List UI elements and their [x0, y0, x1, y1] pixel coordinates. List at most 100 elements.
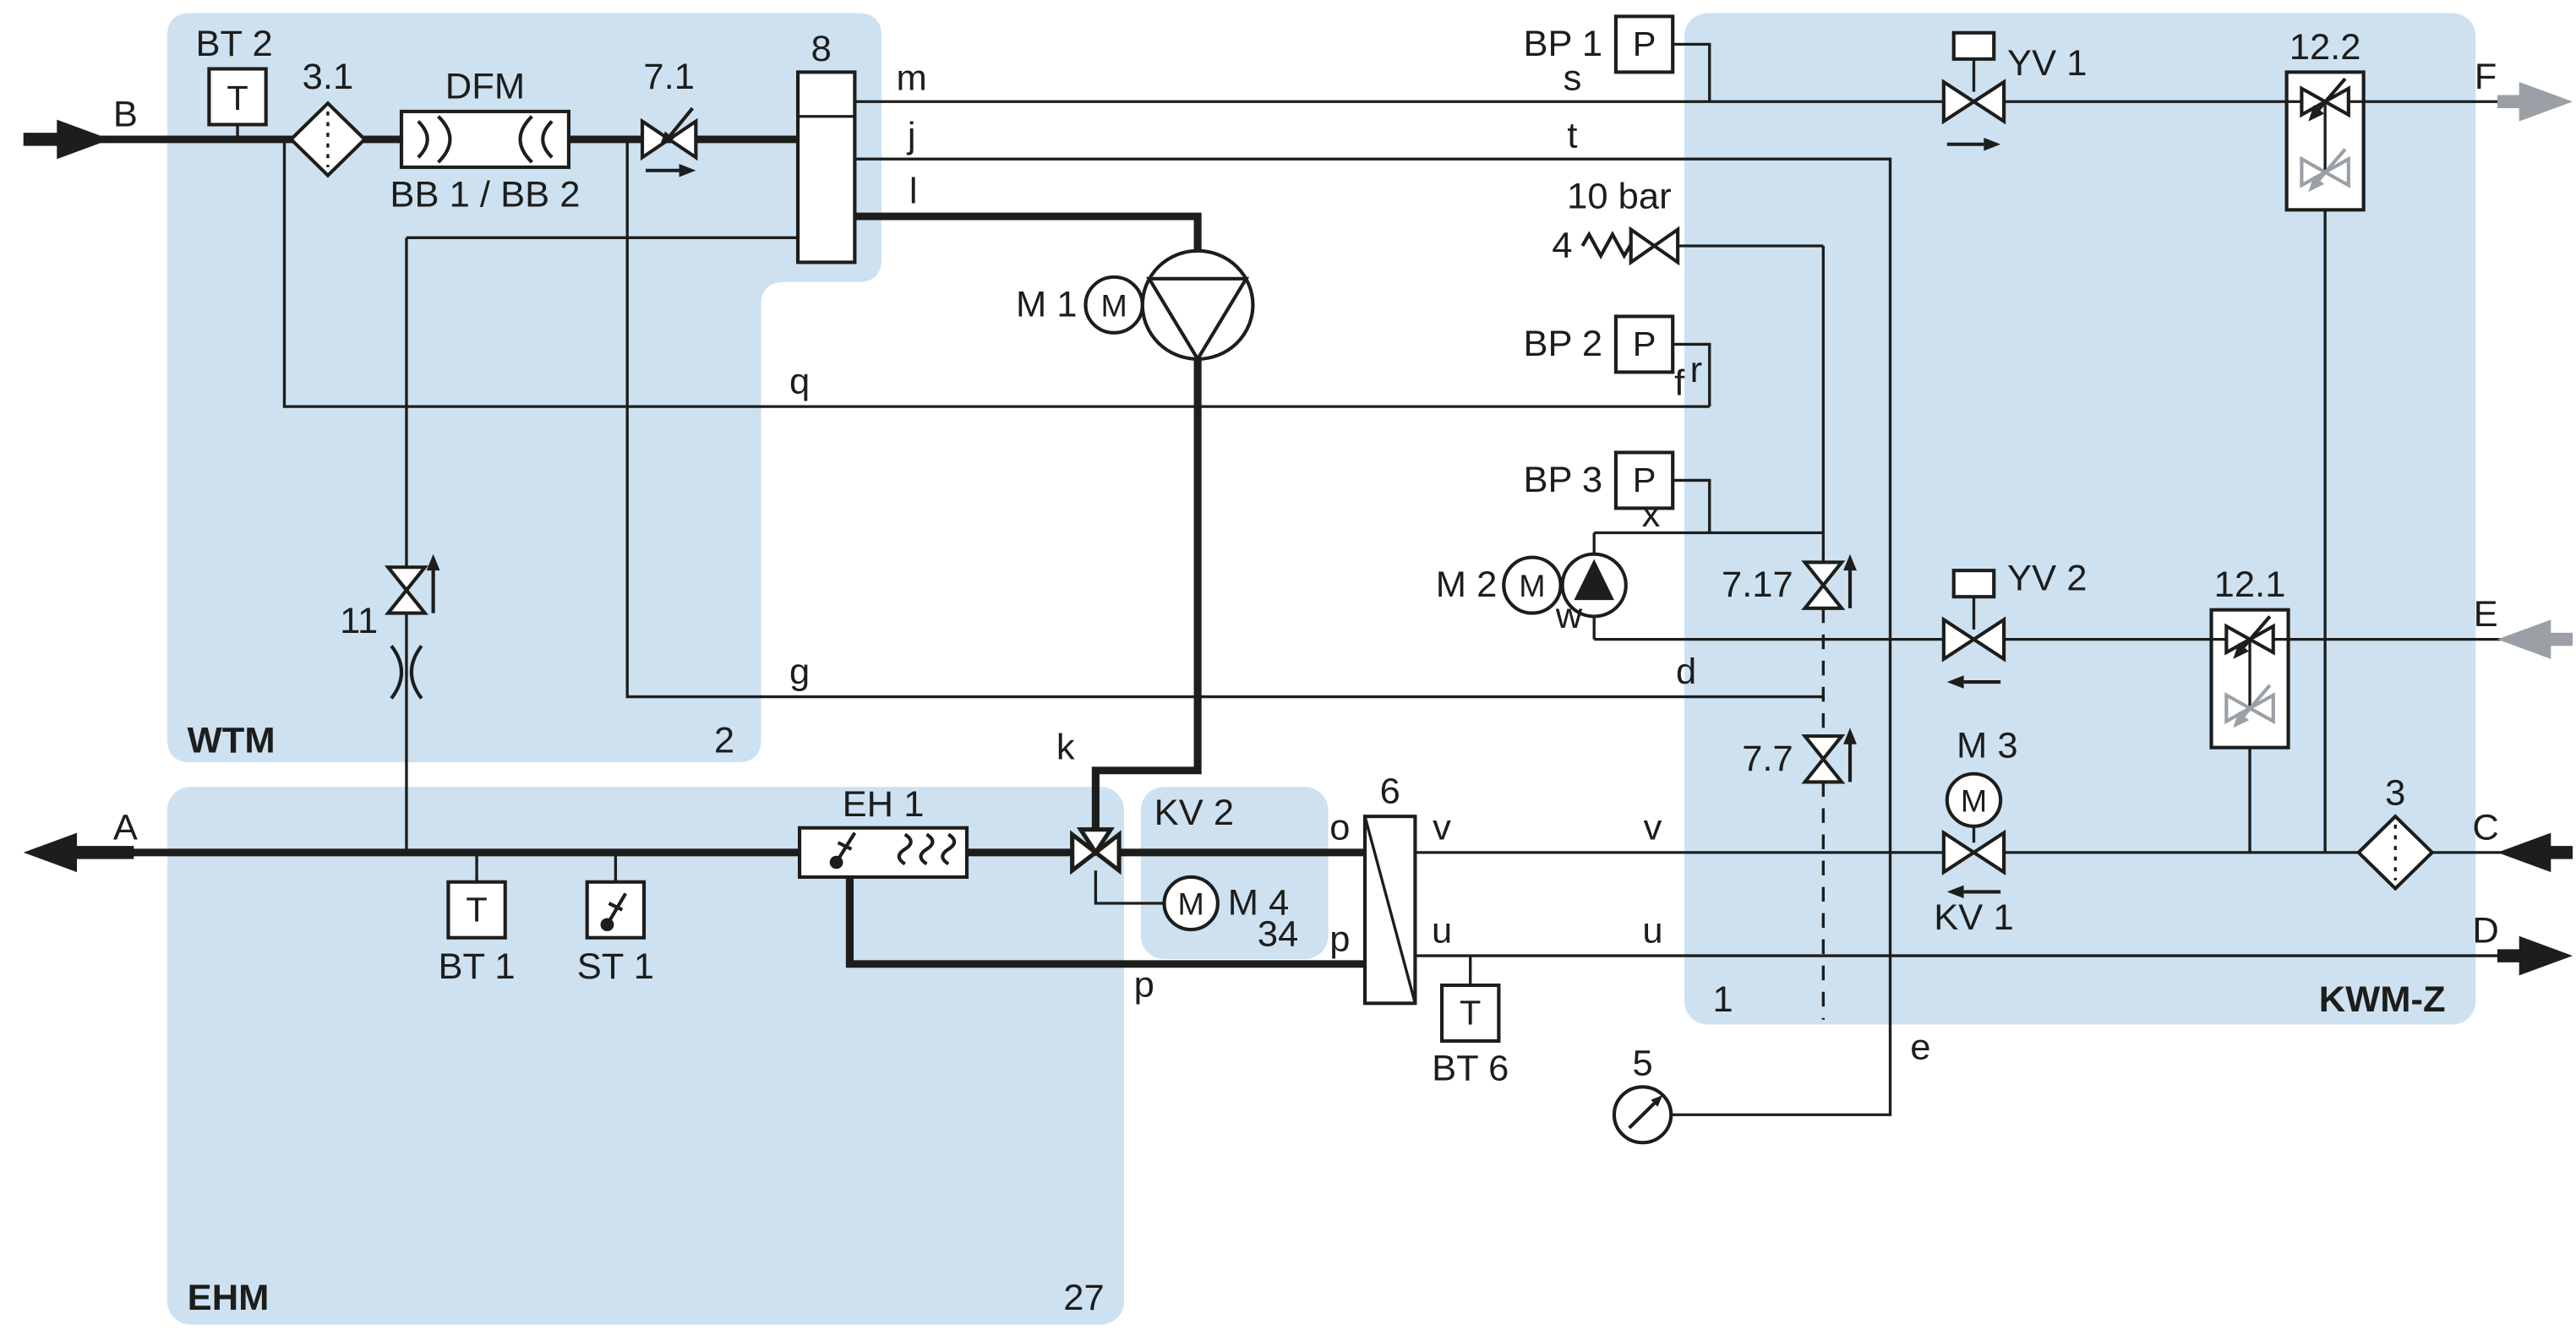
pipe-g-d — [625, 139, 1824, 699]
unit-12-2 — [2284, 70, 2366, 212]
port-b-label: B — [113, 95, 138, 135]
kv2-left — [1070, 830, 1100, 875]
filter-3 — [2355, 814, 2435, 891]
unit-12-1-gray-arrow-head — [2233, 711, 2250, 728]
safety-valve-4-left — [1629, 226, 1658, 266]
pipe-bp2-tap — [1673, 342, 1711, 407]
ehm-label: EHM — [188, 1278, 270, 1319]
line-j-label: j — [906, 116, 916, 156]
filter-3-body — [2355, 814, 2435, 891]
bt2-sensor-box — [207, 67, 268, 127]
heat-exchanger-6 — [1362, 815, 1417, 1006]
gauge-5-needle-line — [1628, 1102, 1656, 1130]
kv2-number: 34 — [1258, 914, 1298, 955]
solenoid-valve-yv1 — [1941, 30, 2006, 151]
line-k-label: k — [1056, 728, 1075, 768]
bp2-label: BP 2 — [1523, 324, 1602, 364]
valve-7-1 — [640, 106, 698, 177]
motor-m3-symbol: M — [1961, 783, 1987, 819]
ehm-number: 27 — [1063, 1278, 1104, 1319]
yv2-solenoid-box — [1951, 569, 1996, 599]
hx6-label: 6 — [1380, 771, 1400, 812]
port-c-label: C — [2472, 808, 2498, 848]
bt2-label: BT 2 — [196, 24, 273, 64]
yv2-left — [1941, 616, 1978, 662]
eh1-heating-coil-icon — [897, 832, 957, 866]
bp1-label: BP 1 — [1523, 24, 1602, 64]
bp1-sensor-box — [1613, 14, 1675, 74]
unit-12-2-valve-right — [2321, 85, 2350, 118]
st1-thermometer-tick-icon — [608, 902, 624, 912]
port-a-label: A — [113, 808, 138, 848]
yv1-left — [1941, 79, 1978, 125]
motor-m4-circle — [1162, 875, 1220, 932]
line-p-bottom-label: p — [1134, 965, 1154, 1006]
pump-m1 — [1083, 248, 1255, 363]
st1-sensor-box — [585, 880, 647, 940]
mixing-valve-kv2 — [1070, 827, 1220, 932]
inlet-e-arrow — [2497, 619, 2573, 659]
dfm-transducer-right-icon — [518, 115, 554, 164]
unit-12-2-gray-valve-right — [2321, 155, 2350, 188]
yv1-right — [1970, 79, 2006, 125]
pipe-hx-return-p — [845, 876, 1366, 968]
bt1-sensor-box — [446, 880, 507, 940]
valve-11-bottom — [384, 587, 428, 615]
m4-actuator-link — [1094, 870, 1165, 905]
wtm-region — [166, 13, 882, 763]
pipe-bp3-tap — [1673, 478, 1711, 533]
motor-valve-kv1 — [1941, 771, 2006, 899]
motor-m3-label: M 3 — [1957, 726, 2018, 766]
pipe-pump-to-mixvalve-k — [1091, 358, 1202, 830]
dfm-label: DFM — [445, 67, 525, 107]
line-m-label: m — [897, 58, 927, 99]
line-w-label: w — [1555, 596, 1583, 636]
port-d-label: D — [2472, 911, 2498, 951]
valve-7-7-label: 7.7 — [1742, 739, 1793, 779]
inlet-b-arrow — [23, 119, 111, 160]
port-f-label: F — [2475, 57, 2497, 97]
line-v-left-label: v — [1433, 808, 1451, 848]
dfm-transducer-left-icon — [417, 115, 452, 164]
line-e-label: e — [1910, 1028, 1930, 1068]
port-arrows — [23, 82, 2573, 976]
unit-12-2-gray-arrow-head — [2308, 175, 2325, 192]
dfm-flow-meter — [399, 109, 571, 169]
unit-12-1 — [2209, 608, 2290, 750]
line-p-left-label: p — [1329, 919, 1350, 960]
kv2-region-label: KV 2 — [1154, 793, 1234, 833]
gauge-5-needle-head — [1651, 1094, 1663, 1107]
bt6-sensor-box — [1440, 983, 1501, 1043]
safety-valve-4 — [1580, 226, 1680, 266]
valve-7-7-arrow-head — [1843, 728, 1857, 744]
yv2-flow-arrow-head — [1946, 675, 1964, 689]
yv1-label: YV 1 — [2007, 44, 2087, 84]
valve-7-17-label: 7.17 — [1722, 565, 1793, 606]
line-u-left-label: u — [1432, 911, 1452, 951]
highlight-regions — [166, 13, 2476, 1325]
components — [207, 14, 2435, 1145]
valve-7-1-right — [666, 117, 698, 161]
pipe-q-f — [282, 139, 1710, 408]
labels: WTM 2 EHM 27 KWM-Z 1 KV 2 34 B A F E C D… — [113, 24, 2499, 1318]
kwmz-number: 1 — [1712, 979, 1733, 1020]
eh1-body — [797, 826, 969, 879]
kv1-right — [1970, 829, 2006, 875]
unit-12-2-gray-arrow-line — [2317, 148, 2347, 182]
eh1-thermometer-tick-icon — [837, 841, 853, 851]
solenoid-valve-yv2 — [1941, 569, 2006, 689]
inlet-c-arrow — [2497, 832, 2573, 873]
valve-11-label: 11 — [340, 601, 378, 641]
ehm-region — [166, 787, 1125, 1325]
kwmz-label: KWM-Z — [2319, 979, 2446, 1020]
vessel-8 — [796, 70, 857, 264]
line-t-label: t — [1567, 116, 1577, 156]
safety-valve-setting-label: 10 bar — [1567, 177, 1671, 217]
motor-m2-label: M 2 — [1436, 565, 1498, 606]
unit-12-1-arrow-head — [2233, 642, 2250, 659]
motor-m1-label: M 1 — [1016, 285, 1078, 325]
pump-1-impeller-icon — [1146, 276, 1250, 363]
valve-7-1-arrow-head — [658, 131, 674, 148]
